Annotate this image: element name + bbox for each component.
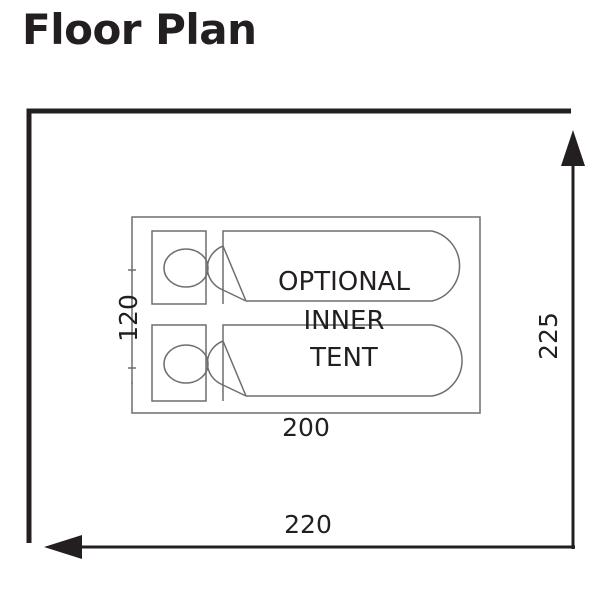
inner-tent-label-line-1: OPTIONAL bbox=[278, 267, 410, 297]
arrow-up-icon bbox=[561, 130, 585, 166]
sleeping-mat bbox=[151, 324, 207, 402]
sleeping-mat bbox=[151, 230, 207, 305]
inner-tent-label-line-2: INNER bbox=[303, 306, 384, 336]
outer-depth-label: 225 bbox=[534, 312, 563, 360]
inner-depth-label: 120 bbox=[114, 294, 143, 342]
sleeping-bag-icon bbox=[222, 230, 461, 304]
sleeping-bag-hood bbox=[206, 340, 247, 397]
outer-width-label: 220 bbox=[284, 510, 332, 539]
sleeping-bag-seam bbox=[222, 340, 247, 397]
arrow-left-icon bbox=[44, 535, 82, 559]
inner-tent: OPTIONAL INNER TENT bbox=[128, 216, 481, 414]
inner-tent-outline bbox=[131, 216, 481, 414]
outer-wall bbox=[26, 108, 571, 543]
sleeping-bag-hood bbox=[206, 245, 247, 302]
sleeping-bag-seam bbox=[222, 245, 247, 302]
pillow-icon bbox=[163, 248, 209, 288]
inner-tent-label-line-3: TENT bbox=[309, 343, 378, 373]
page-title: Floor Plan bbox=[22, 5, 257, 54]
inner-width-label: 200 bbox=[282, 413, 330, 442]
sleeping-bag-icon bbox=[222, 324, 463, 401]
pillow-icon bbox=[163, 344, 209, 384]
